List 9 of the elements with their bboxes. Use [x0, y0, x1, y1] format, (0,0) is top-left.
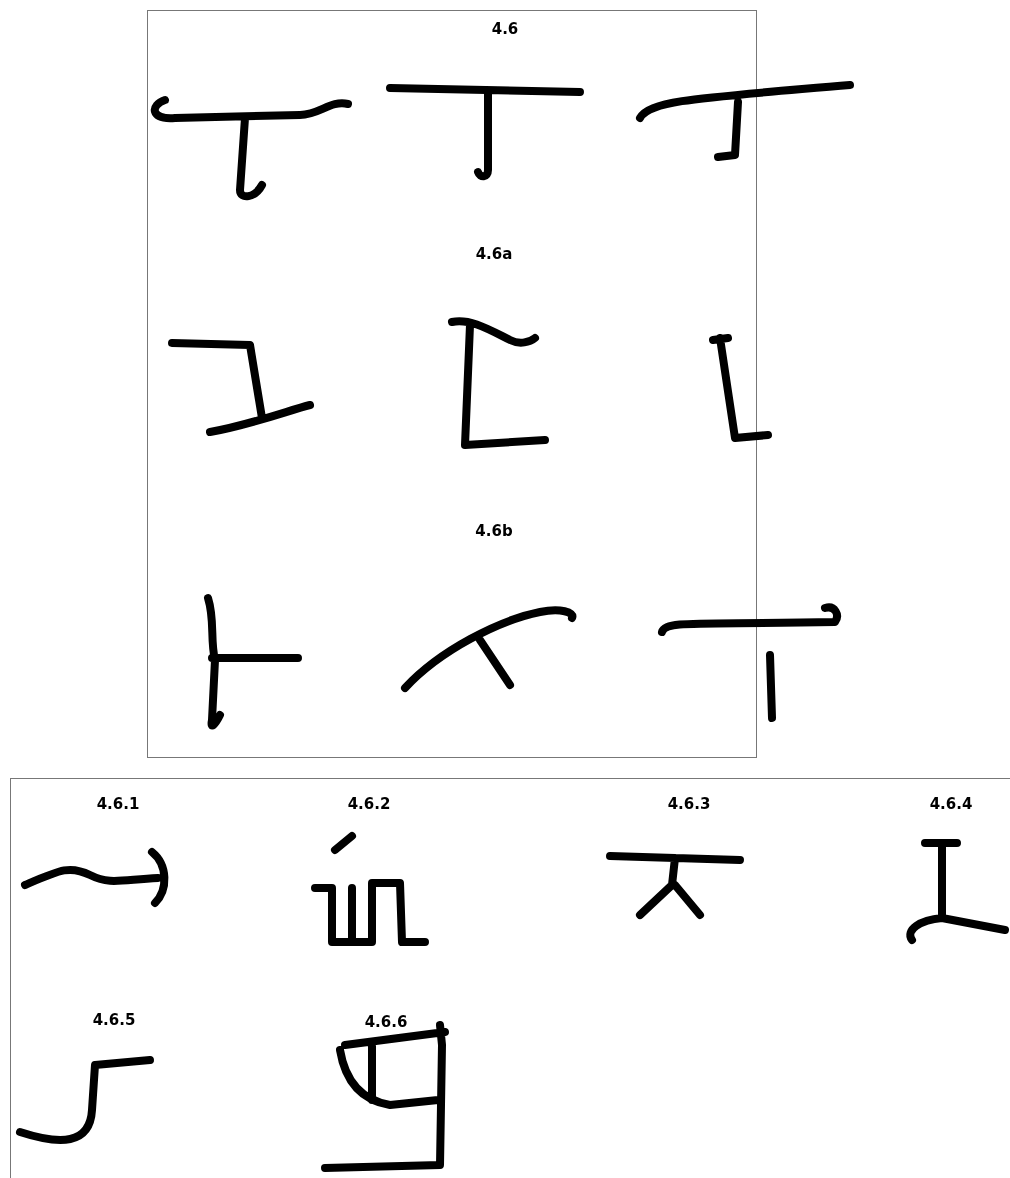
figure-number: 4.6.4 [929, 795, 973, 813]
figure-number: 4.6.1 [96, 795, 140, 813]
figure-number: 4.6.2 [347, 795, 391, 813]
figure-number: 4.6b [475, 522, 513, 540]
figure-number: 4.6.6 [364, 1013, 408, 1031]
figure-number: 4.6.5 [92, 1011, 136, 1029]
figure-number: 4.6.3 [667, 795, 711, 813]
figure-number: 4.6 [491, 20, 519, 38]
figure-number: 4.6a [475, 245, 513, 263]
